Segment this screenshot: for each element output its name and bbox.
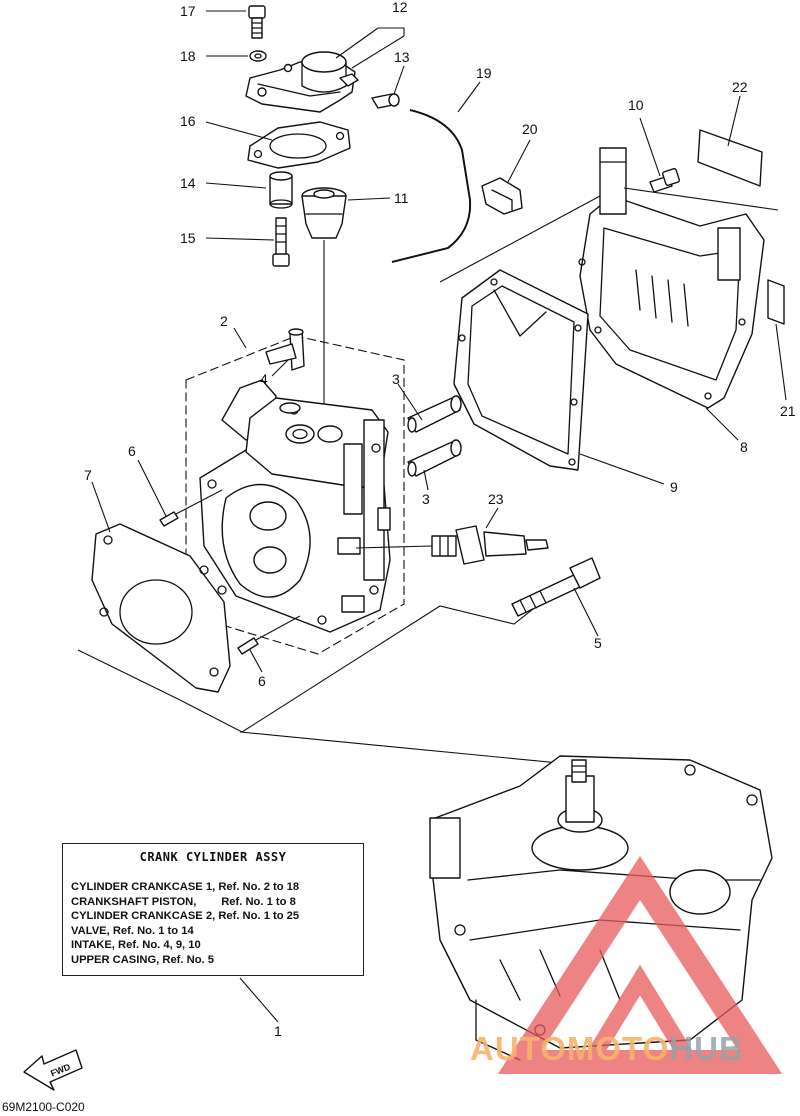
- assembly-label-box: CRANK CYLINDER ASSY CYLINDER CRANKCASE 1…: [62, 843, 364, 976]
- pipe-3-lower: [407, 439, 462, 477]
- washer-18: [249, 50, 267, 62]
- fitting-4: [265, 328, 305, 371]
- callout-23: 23: [488, 491, 504, 507]
- diagram-code: 69M2100-C020: [2, 1100, 85, 1114]
- callout-3-upper: 3: [392, 371, 400, 387]
- label-line: UPPER CASING, Ref. No. 5: [71, 953, 214, 966]
- head-gasket-7: [91, 523, 231, 693]
- cylinder-head-cover-8: [578, 147, 765, 409]
- label-line: CYLINDER CRANKCASE 2, Ref. No. 1 to 25: [71, 910, 300, 923]
- callout-3-lower: 3: [422, 491, 430, 507]
- gasket-9: [453, 269, 589, 471]
- watermark-text: AUTOMOTOHUB: [470, 1030, 744, 1068]
- callout-4: 4: [260, 371, 268, 387]
- callout-14: 14: [180, 175, 196, 191]
- callout-13: 13: [394, 49, 410, 65]
- pipe-3-upper: [407, 395, 462, 433]
- callout-17: 17: [180, 3, 196, 19]
- watermark-part2: HUB: [669, 1030, 744, 1067]
- label-lines: CYLINDER CRANKCASE 1, Ref. No. 2 to 18 C…: [71, 880, 299, 968]
- callout-8: 8: [740, 439, 748, 455]
- watermark-part1: AUTOMOTO: [470, 1030, 670, 1067]
- callout-5: 5: [594, 635, 602, 651]
- callout-18: 18: [180, 48, 196, 64]
- callout-19: 19: [476, 65, 492, 81]
- label-line: CRANKSHAFT PISTON, Ref. No. 1 to 8: [71, 895, 296, 908]
- dowel-pin-6-lower: [237, 637, 259, 655]
- plug-13: [371, 93, 400, 109]
- callout-6-upper: 6: [128, 443, 136, 459]
- bolt-10: [649, 167, 681, 193]
- cylinder-head-2: [199, 379, 391, 633]
- collar-14: [269, 171, 293, 209]
- gasket-16: [247, 121, 351, 169]
- label-line: CYLINDER CRANKCASE 1, Ref. No. 2 to 18: [71, 881, 300, 893]
- fwd-arrow-icon: FWD: [23, 1049, 83, 1091]
- callout-10: 10: [628, 97, 644, 113]
- label-line: VALVE, Ref. No. 1 to 14: [71, 924, 194, 937]
- callout-9: 9: [670, 479, 678, 495]
- decal-22: [697, 129, 763, 187]
- callout-16: 16: [180, 113, 196, 129]
- callout-21: 21: [780, 403, 796, 419]
- hose-clamp-20: [481, 177, 523, 215]
- callout-numbers: 17 12 18 13 19 16 20 10 22 14 11 15 2 4 …: [84, 0, 796, 1039]
- label-line: INTAKE, Ref. No. 4, 9, 10: [71, 939, 201, 952]
- callout-15: 15: [180, 230, 196, 246]
- decal-21: [767, 279, 785, 325]
- dowel-pin-6-upper: [159, 511, 179, 527]
- callout-1: 1: [274, 1023, 282, 1039]
- label-title: CRANK CYLINDER ASSY: [139, 850, 287, 864]
- bolt-5: [511, 557, 601, 617]
- callout-11: 11: [394, 190, 409, 206]
- leader-lines: [91, 10, 787, 1023]
- callout-22: 22: [732, 79, 748, 95]
- thermostat-11: [301, 187, 347, 239]
- bolt-15: [272, 217, 290, 267]
- callout-7: 7: [84, 467, 92, 483]
- bolt-17: [248, 5, 266, 39]
- callout-2: 2: [220, 313, 228, 329]
- thermostat-cover-assembly: [245, 51, 359, 113]
- callout-12: 12: [392, 0, 408, 15]
- spark-plug-23: [431, 525, 549, 565]
- watermark-logo: [497, 856, 783, 1074]
- callout-6-lower: 6: [258, 673, 266, 689]
- callout-20: 20: [522, 121, 538, 137]
